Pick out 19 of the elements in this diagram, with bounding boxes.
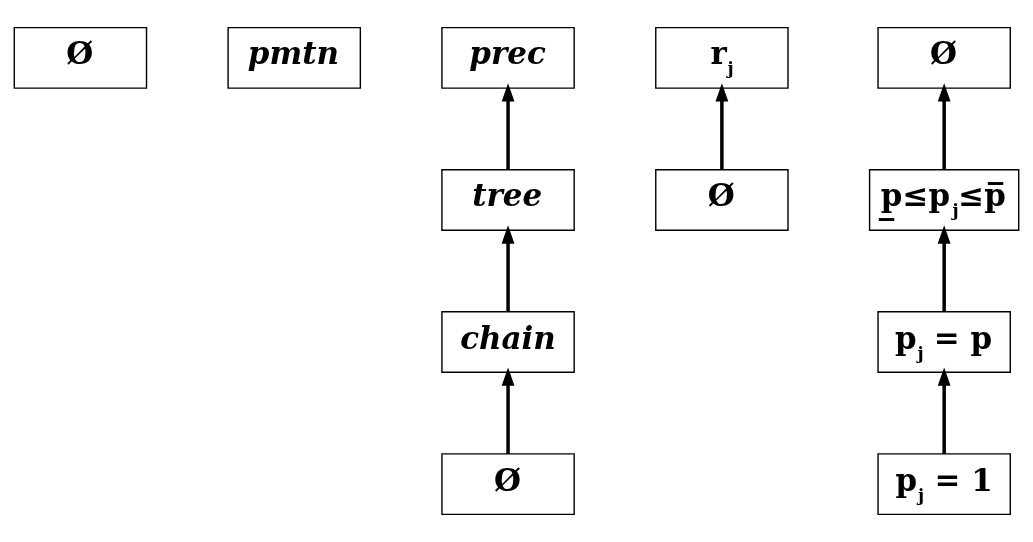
node-box: p$_{j}$ = 1 bbox=[877, 453, 1011, 516]
node-box: chain bbox=[441, 311, 575, 373]
node-box: r$_{j}$ bbox=[655, 26, 789, 89]
arrow bbox=[937, 225, 951, 312]
arrow bbox=[937, 83, 951, 170]
arrow bbox=[501, 83, 515, 170]
node-box: Ø bbox=[13, 26, 148, 89]
node-box: tree bbox=[441, 169, 575, 231]
arrow bbox=[501, 225, 515, 312]
node-box: Ø bbox=[877, 26, 1011, 89]
arrow bbox=[501, 367, 515, 454]
node-box: pmtn bbox=[227, 26, 362, 89]
arrow bbox=[715, 83, 729, 170]
node-box: p$_{j}$ = p bbox=[877, 311, 1011, 373]
node-box: Ø bbox=[655, 169, 789, 231]
node-box: prec bbox=[441, 26, 575, 89]
node-box: p̲≤p$_{j}$≤p̅ bbox=[868, 169, 1020, 231]
node-box: Ø bbox=[441, 453, 575, 516]
arrow bbox=[937, 367, 951, 454]
